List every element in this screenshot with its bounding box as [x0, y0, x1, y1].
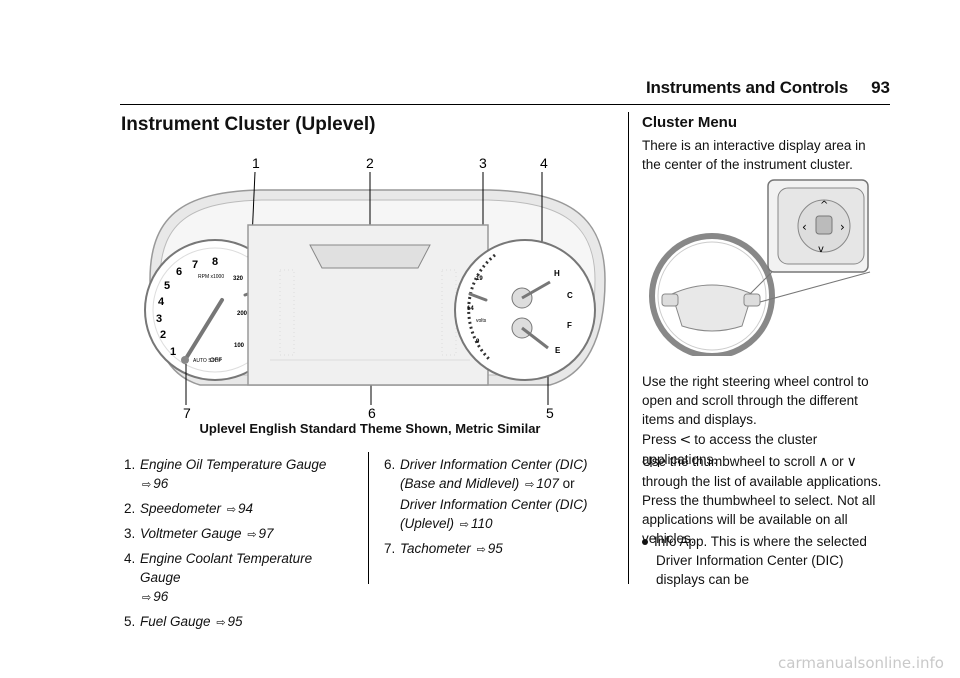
callout-3: 3 — [479, 155, 487, 171]
column-divider — [628, 112, 629, 584]
instrument-cluster-illustration: 1 2 3 4 7 6 5 1 2 3 4 5 6 7 8 RPM x1000 … — [144, 155, 606, 421]
svg-text:4: 4 — [158, 296, 165, 308]
running-header: Instruments and Controls 93 — [0, 78, 960, 108]
page-ref-icon: ⇨ — [525, 479, 535, 491]
svg-text:volts: volts — [476, 318, 487, 324]
list-item: 5. Fuel Gauge ⇨95 — [124, 614, 243, 629]
header-title: Instruments and Controls — [645, 78, 848, 97]
callout-5: 5 — [546, 405, 554, 421]
svg-text:6: 6 — [176, 266, 182, 278]
list-item: 1. Engine Oil Temperature Gauge ⇨96 — [124, 457, 327, 491]
callout-7: 7 — [183, 405, 191, 421]
svg-text:7: 7 — [192, 259, 198, 271]
page-ref-icon: ⇨ — [226, 504, 237, 516]
svg-text:H: H — [554, 269, 560, 278]
list-item: 2. Speedometer ⇨94 — [124, 501, 254, 516]
bullet-info-app: Info App. This is where the selected Dri… — [642, 532, 884, 589]
watermark: carmanualsonline.info — [778, 654, 944, 672]
section-title: Instrument Cluster (Uplevel) — [121, 114, 376, 135]
steering-wheel-illustration: ‹ › ^ v — [649, 179, 871, 356]
svg-text:OFF: OFF — [210, 358, 222, 364]
svg-text:1: 1 — [170, 346, 176, 358]
cluster-menu-intro: There is an interactive display area in … — [642, 138, 866, 172]
chevron-up-icon: ^ — [820, 200, 828, 211]
link-page-ref[interactable]: 95 — [227, 614, 243, 629]
legend-list-left: 1. Engine Oil Temperature Gauge ⇨96 2. S… — [124, 455, 354, 637]
svg-text:100: 100 — [234, 343, 245, 349]
page-ref-icon: ⇨ — [459, 519, 469, 531]
link-page-ref[interactable]: 95 — [487, 541, 503, 556]
svg-text:8: 8 — [212, 256, 218, 268]
link-page-ref[interactable]: 96 — [153, 589, 169, 604]
svg-text:AUTO STOP: AUTO STOP — [193, 358, 222, 364]
link-page-ref[interactable]: 94 — [238, 501, 254, 516]
svg-text:320: 320 — [233, 276, 244, 282]
svg-text:RPM x1000: RPM x1000 — [198, 274, 224, 280]
svg-text:2: 2 — [160, 329, 166, 341]
chevron-left-icon: ‹ — [802, 220, 807, 234]
svg-text:9: 9 — [476, 339, 480, 345]
list-divider — [368, 452, 369, 584]
page-number: 93 — [871, 78, 890, 97]
chevron-down-icon: v — [818, 244, 824, 255]
paragraph-thumbwheel: Use the thumbwheel to scroll∧or∨ through… — [642, 454, 882, 546]
svg-text:14: 14 — [467, 306, 474, 312]
figure-caption: Uplevel English Standard Theme Shown, Me… — [199, 421, 541, 436]
link-page-ref[interactable]: 107 — [536, 476, 559, 491]
page-ref-icon: ⇨ — [216, 617, 226, 629]
callout-6: 6 — [368, 405, 376, 421]
list-item: 3. Voltmeter Gauge ⇨97 — [124, 526, 274, 541]
svg-text:200: 200 — [237, 311, 248, 317]
link-page-ref[interactable]: 97 — [258, 526, 274, 541]
page-ref-icon: ⇨ — [247, 529, 257, 541]
bullet-icon — [642, 539, 648, 546]
paragraph-steering-control: Use the right steering wheel control to … — [642, 374, 869, 427]
chevron-left-icon: < — [679, 432, 692, 448]
svg-text:F: F — [567, 321, 572, 330]
svg-text:19: 19 — [476, 276, 483, 282]
cluster-menu-title: Cluster Menu — [642, 114, 738, 131]
page-ref-icon: ⇨ — [142, 479, 152, 491]
page-ref-icon: ⇨ — [142, 592, 152, 604]
svg-text:C: C — [567, 291, 573, 300]
svg-text:5: 5 — [164, 280, 170, 292]
list-item-text: Engine Oil Temperature Gauge — [140, 457, 327, 472]
chevron-up-icon: ∧ — [818, 454, 829, 470]
svg-text:E: E — [555, 346, 561, 355]
page-ref-icon: ⇨ — [476, 544, 486, 556]
link-page-ref[interactable]: 96 — [153, 476, 169, 491]
callout-4: 4 — [540, 155, 548, 171]
paragraph-press: Press<to access the cluster applications… — [642, 432, 818, 467]
callout-2: 2 — [366, 155, 374, 171]
driver-information-center-display — [247, 224, 489, 386]
link-page-ref[interactable]: 110 — [471, 516, 493, 531]
right-gauge-cluster: 19 14 9 volts H C F E — [454, 239, 596, 381]
list-item: 6. Driver Information Center (DIC) (Base… — [384, 457, 588, 531]
chevron-right-icon: › — [840, 220, 845, 234]
list-item: 7. Tachometer ⇨95 — [384, 541, 503, 556]
svg-text:3: 3 — [156, 313, 162, 325]
chevron-down-icon: ∨ — [846, 454, 857, 470]
legend-list-right: 6. Driver Information Center (DIC) (Base… — [384, 455, 616, 564]
list-item: 4. Engine Coolant Temperature Gauge ⇨96 — [124, 551, 313, 604]
header-rule — [120, 104, 890, 105]
callout-1: 1 — [252, 155, 260, 171]
